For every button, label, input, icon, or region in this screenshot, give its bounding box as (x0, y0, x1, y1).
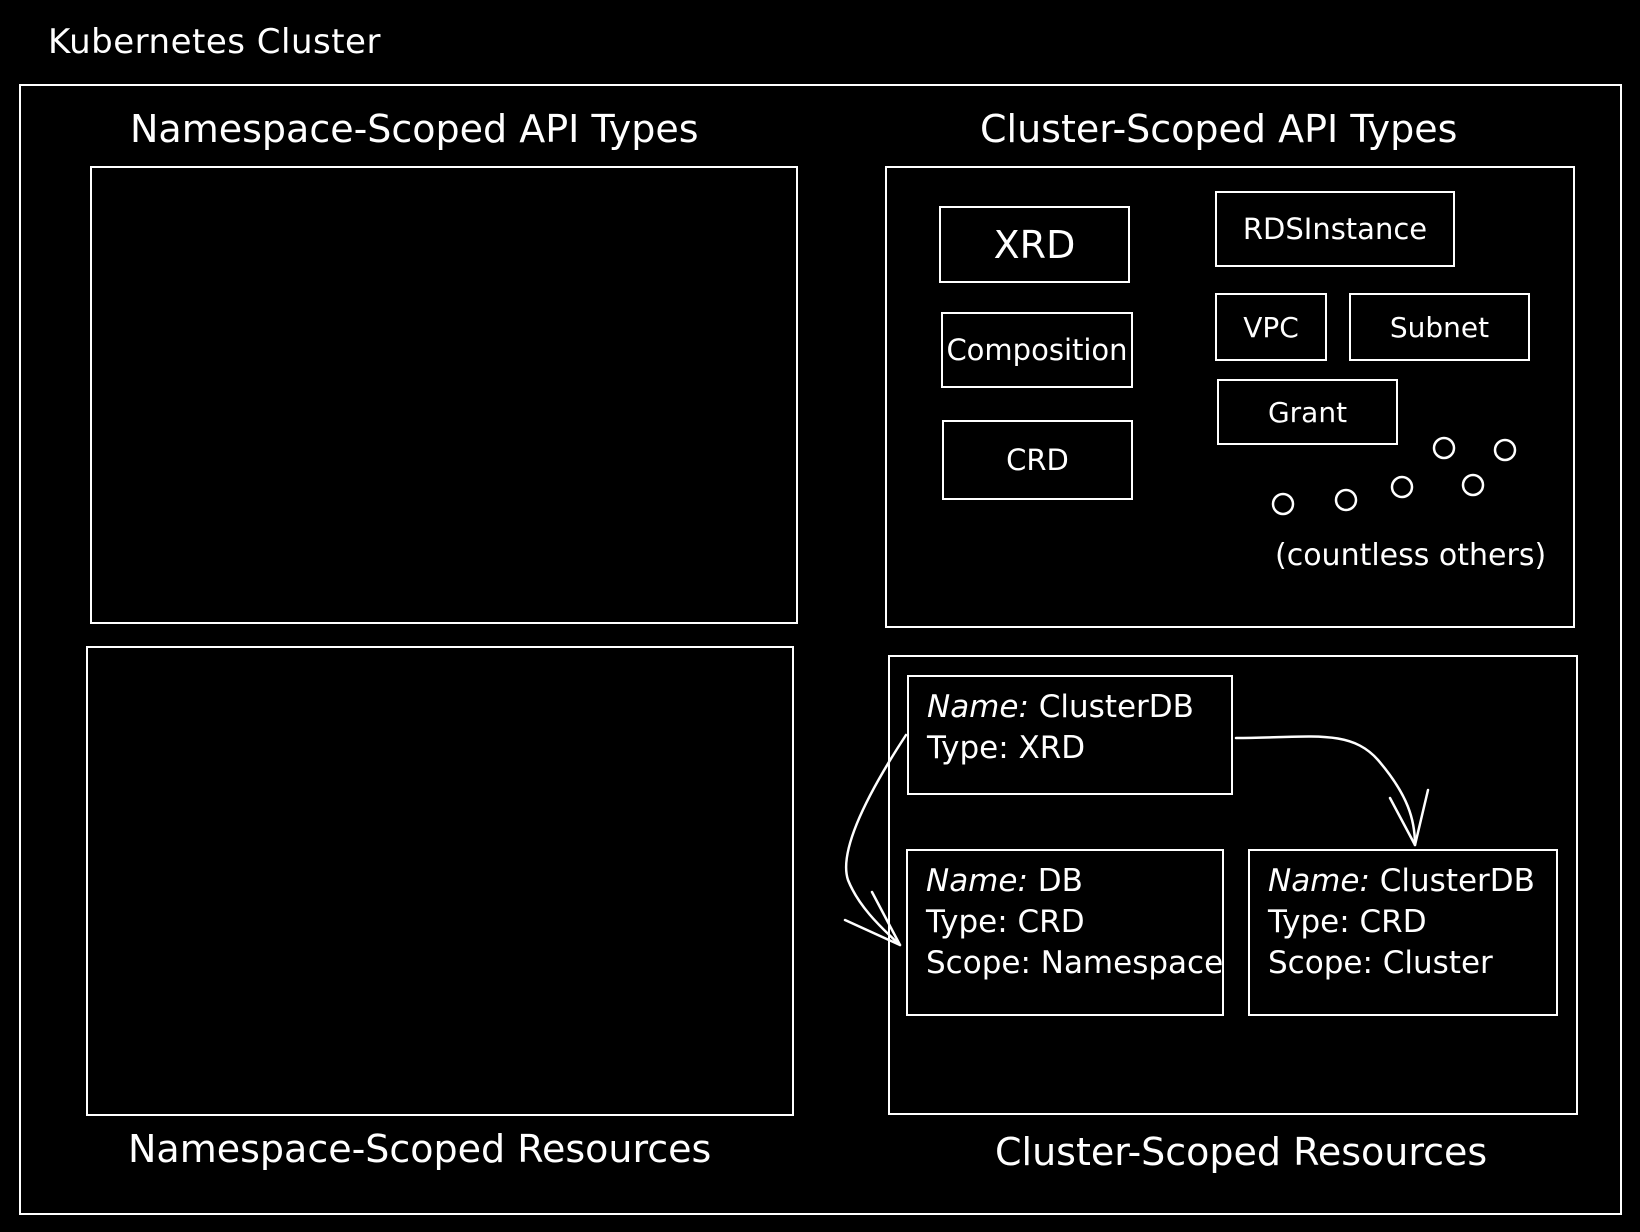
name-value: DB (1037, 863, 1083, 899)
cluster-title: Kubernetes Cluster (48, 22, 381, 62)
type-value: XRD (1018, 730, 1086, 766)
type-key: Type: (1268, 904, 1350, 940)
cluster-types-title: Cluster-Scoped API Types (980, 107, 1458, 151)
type-box-composition: Composition (941, 312, 1133, 388)
resource-card-db-crd: Name: DB Type: CRD Scope: Namespace (906, 849, 1224, 1016)
type-box-subnet: Subnet (1349, 293, 1530, 361)
type-value: CRD (1359, 904, 1427, 940)
scope-key: Scope: (926, 945, 1031, 981)
name-key: Name: (926, 863, 1028, 899)
cluster-resources-title: Cluster-Scoped Resources (995, 1130, 1488, 1174)
name-key: Name: (927, 689, 1029, 725)
scope-value: Namespace (1040, 945, 1224, 981)
resource-card-clusterdb-crd: Name: ClusterDB Type: CRD Scope: Cluster (1248, 849, 1558, 1016)
type-box-grant: Grant (1217, 379, 1398, 445)
namespace-resources-panel (86, 646, 794, 1116)
type-box-vpc: VPC (1215, 293, 1327, 361)
type-box-xrd: XRD (939, 206, 1130, 283)
scope-key: Scope: (1268, 945, 1373, 981)
resource-card-clusterdb-xrd: Name: ClusterDB Type: XRD (907, 675, 1233, 795)
type-box-crd: CRD (942, 420, 1133, 500)
type-value: CRD (1017, 904, 1085, 940)
type-box-rdsinstance: RDSInstance (1215, 191, 1455, 267)
cluster-boundary (19, 84, 1622, 1215)
namespace-types-title: Namespace-Scoped API Types (130, 107, 699, 151)
name-value: ClusterDB (1038, 689, 1194, 725)
name-key: Name: (1268, 863, 1370, 899)
scope-value: Cluster (1382, 945, 1493, 981)
namespace-types-panel (90, 166, 798, 624)
countless-others-label: (countless others) (1275, 538, 1547, 573)
cluster-types-panel (885, 166, 1575, 628)
type-key: Type: (926, 904, 1008, 940)
namespace-resources-title: Namespace-Scoped Resources (128, 1127, 712, 1171)
type-key: Type: (927, 730, 1009, 766)
name-value: ClusterDB (1379, 863, 1535, 899)
